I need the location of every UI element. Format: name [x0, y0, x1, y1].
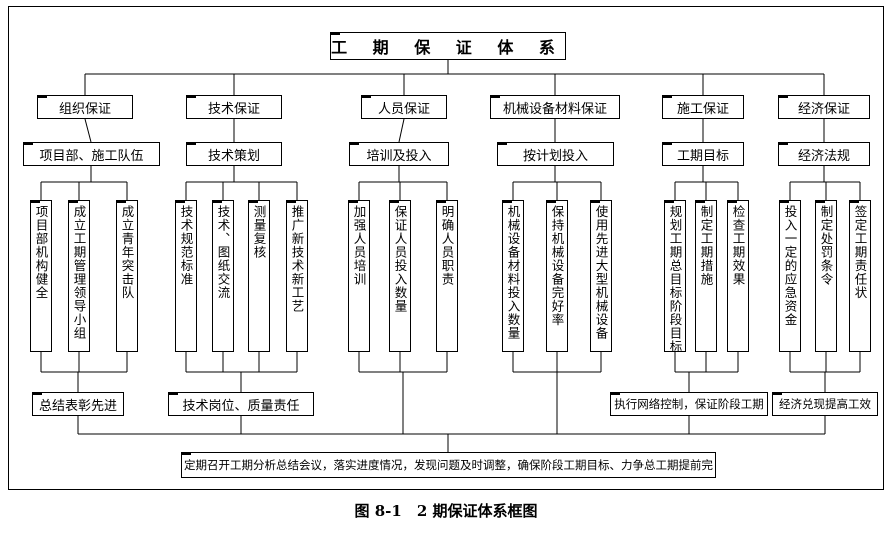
category-3-sub: 按计划投入: [497, 142, 614, 166]
category-3-item-1: 保持机械设备完好率: [546, 200, 568, 352]
category-5-item-0: 投入一定的应急资金: [779, 200, 801, 352]
category-4-head: 施工保证: [662, 95, 744, 119]
category-3-item-2: 使用先进大型机械设备: [590, 200, 612, 352]
category-3-item-0: 机械设备材料投入数量: [502, 200, 524, 352]
category-2-sub: 培训及投入: [349, 142, 449, 166]
category-1-sub: 技术策划: [186, 142, 282, 166]
category-1-foot: 技术岗位、质量责任: [168, 392, 314, 416]
category-5-head: 经济保证: [778, 95, 870, 119]
category-4-item-1: 制定工期措施: [695, 200, 717, 352]
category-5-foot: 经济兑现提高工效: [772, 392, 878, 416]
diagram-frame: [8, 6, 884, 490]
category-0-item-0: 项目部机构健全: [30, 200, 52, 352]
category-1-item-0: 技术规范标准: [175, 200, 197, 352]
category-5-item-1: 制定处罚条令: [815, 200, 837, 352]
category-4-sub: 工期目标: [662, 142, 744, 166]
category-2-head: 人员保证: [361, 95, 447, 119]
category-0-head: 组织保证: [37, 95, 133, 119]
category-5-sub: 经济法规: [778, 142, 870, 166]
category-3-head: 机械设备材料保证: [490, 95, 620, 119]
category-5-item-2: 签定工期责任状: [849, 200, 871, 352]
category-0-sub: 项目部、施工队伍: [23, 142, 160, 166]
category-4-item-0: 规划工期总目标阶段目标: [664, 200, 686, 354]
figure-caption: 图 8-1 2 期保证体系框图: [354, 502, 538, 520]
category-4-item-2: 检查工期效果: [727, 200, 749, 352]
title-box: 工 期 保 证 体 系: [330, 32, 566, 60]
category-0-foot: 总结表彰先进: [32, 392, 124, 416]
category-1-item-1: 技术、图纸交流: [212, 200, 234, 352]
category-0-item-2: 成立青年突击队: [116, 200, 138, 352]
category-1-item-2: 测量复核: [248, 200, 270, 352]
category-2-item-2: 明确人员职责: [436, 200, 458, 352]
connector-line: [84, 118, 92, 143]
category-1-item-3: 推广新技术新工艺: [286, 200, 308, 352]
title-text: 工 期 保 证 体 系: [331, 38, 565, 57]
category-1-head: 技术保证: [186, 95, 282, 119]
category-2-item-0: 加强人员培训: [348, 200, 370, 352]
category-0-item-1: 成立工期管理领导小组: [68, 200, 90, 352]
category-2-item-1: 保证人员投入数量: [389, 200, 411, 352]
bottom-box: 定期召开工期分析总结会议，落实进度情况，发现问题及时调整，确保阶段工期目标、力争…: [181, 452, 716, 478]
category-4-foot: 执行网络控制，保证阶段工期: [610, 392, 768, 416]
connector-line: [398, 118, 405, 143]
